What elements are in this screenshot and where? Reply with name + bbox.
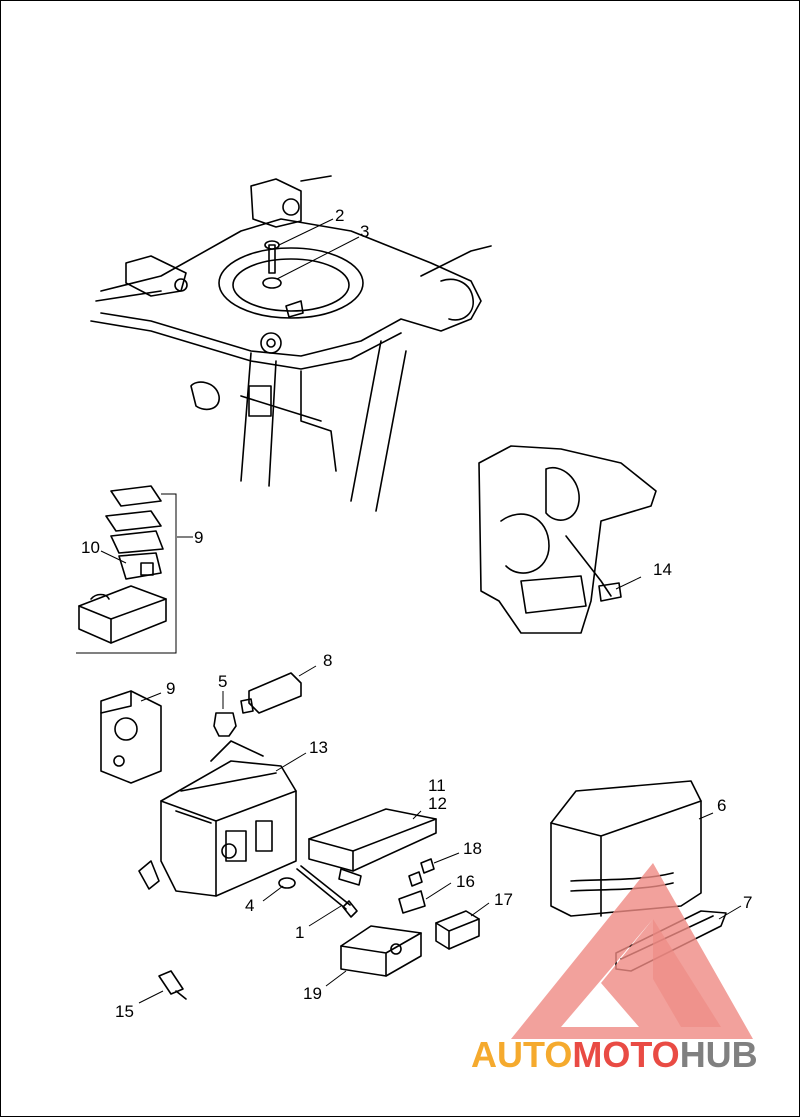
callout-12: 12	[428, 794, 447, 813]
callout-13: 13	[309, 738, 328, 757]
watermark-auto: AUTO	[471, 1034, 572, 1075]
callout-15: 15	[115, 1002, 134, 1021]
callout-3: 3	[360, 222, 369, 241]
leader-lines	[100, 218, 742, 1004]
callout-5: 5	[218, 672, 227, 691]
callout-1: 1	[295, 923, 304, 942]
callout-19: 19	[303, 984, 322, 1003]
watermark-hub: HUB	[680, 1034, 758, 1075]
callout-9-kit: 9	[194, 528, 203, 547]
callout-2: 2	[335, 206, 344, 225]
cover-assembly	[478, 445, 657, 634]
callout-14: 14	[653, 560, 672, 579]
module-19	[340, 925, 422, 977]
watermark-logo: AUTOMOTOHUB	[471, 863, 758, 1075]
callout-8: 8	[323, 651, 332, 670]
watermark-triangle	[511, 863, 753, 1039]
callout-17: 17	[494, 890, 513, 909]
callout-11: 11	[428, 776, 446, 795]
frame-assembly	[90, 175, 492, 512]
fuse-box-kit	[76, 485, 177, 654]
fuse-cover-part	[100, 690, 162, 784]
callout-18: 18	[463, 839, 482, 858]
callout-4: 4	[245, 896, 254, 915]
callout-labels: 2 3 9 10 14 8 5 9 13 11 12 18 16 17 4 1 …	[81, 206, 752, 1021]
callout-10: 10	[81, 538, 100, 557]
watermark-moto: MOTO	[572, 1034, 679, 1075]
sensor-15	[158, 970, 187, 1000]
callout-9-part: 9	[166, 679, 175, 698]
svg-text:AUTOMOTOHUB: AUTOMOTOHUB	[471, 1034, 758, 1075]
relay-parts	[213, 672, 302, 737]
junction-housing	[138, 740, 297, 897]
callout-7: 7	[743, 893, 752, 912]
control-module	[308, 808, 437, 886]
callout-16: 16	[456, 872, 475, 891]
bolt-and-washer	[278, 865, 358, 918]
callout-6: 6	[717, 796, 726, 815]
relay-17	[435, 910, 480, 950]
fuses	[398, 858, 435, 914]
